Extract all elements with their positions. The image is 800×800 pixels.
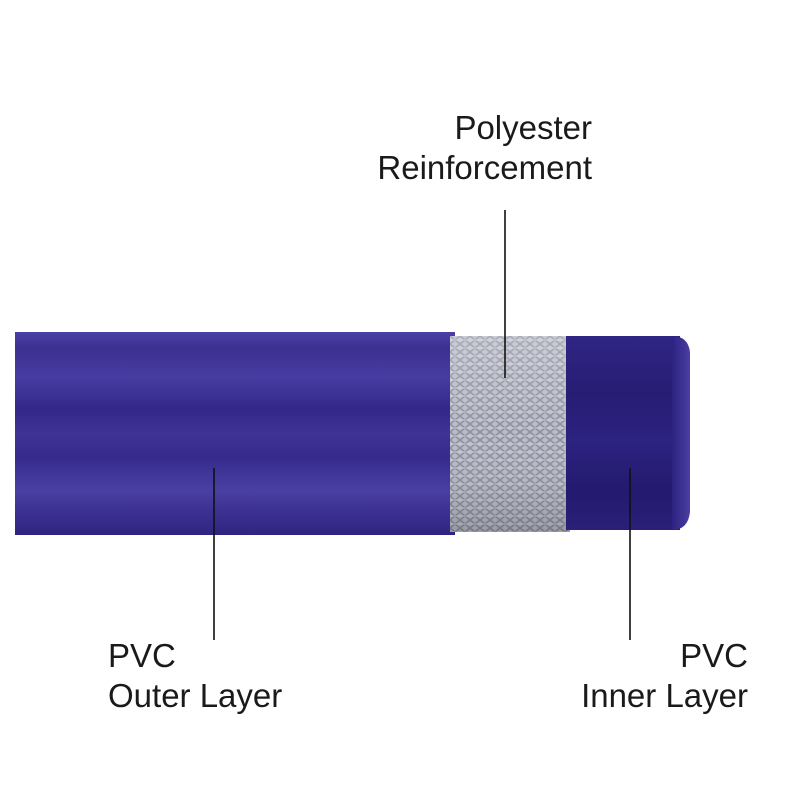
inner-layer-label: PVC Inner Layer: [581, 636, 748, 716]
inner-layer: [566, 336, 680, 530]
outer-layer-label: PVC Outer Layer: [108, 636, 282, 716]
outer-layer: [15, 332, 455, 535]
reinforcement-label: Polyester Reinforcement: [377, 108, 592, 188]
hose-end-cap: [672, 336, 690, 530]
inner-layer-label-line1: PVC: [680, 637, 748, 674]
reinforcement-label-line2: Reinforcement: [377, 149, 592, 186]
outer-layer-label-line1: PVC: [108, 637, 176, 674]
reinforcement-label-line1: Polyester: [454, 109, 592, 146]
inner-layer-label-line2: Inner Layer: [581, 677, 748, 714]
outer-layer-label-line2: Outer Layer: [108, 677, 283, 714]
